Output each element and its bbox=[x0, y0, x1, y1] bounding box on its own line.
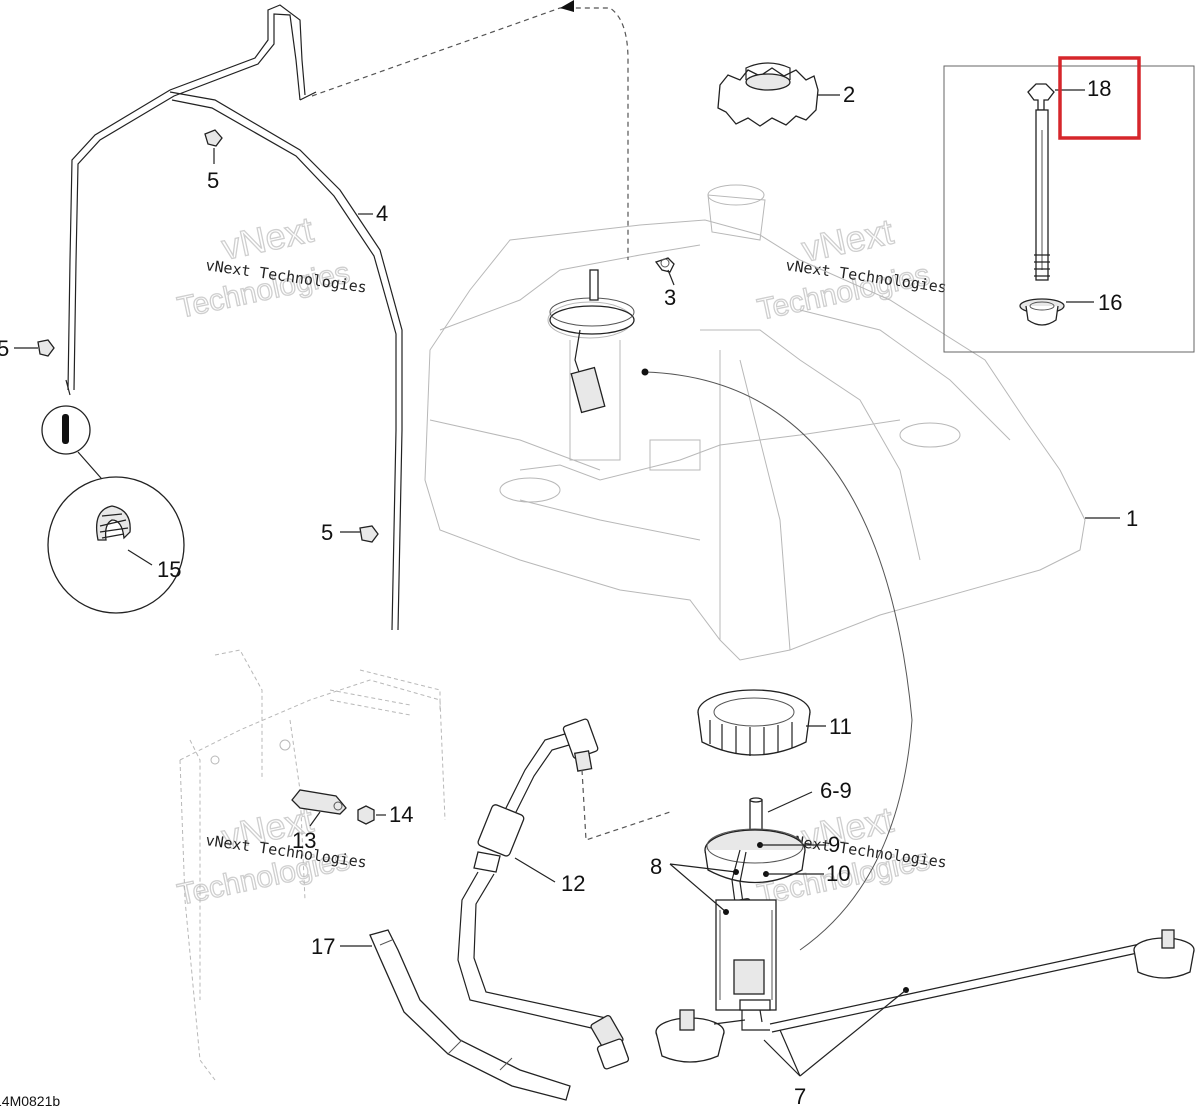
vent-hose bbox=[65, 4, 403, 631]
lock-ring bbox=[697, 689, 811, 756]
callout-3: 3 bbox=[664, 285, 676, 310]
watermark-group-left-bottom: vNext Technologies vNext Technologies bbox=[174, 798, 368, 913]
callout-2: 2 bbox=[843, 82, 855, 107]
elbow-fitting bbox=[654, 257, 675, 273]
callout-16: 16 bbox=[1098, 290, 1122, 315]
watermark-group-left-top: vNext Technologies vNext Technologies bbox=[174, 208, 368, 326]
fuel-cap bbox=[717, 62, 819, 127]
callout-5-left: 5 bbox=[0, 336, 9, 361]
leader-line bbox=[799, 989, 907, 1077]
tank-pump-preview bbox=[549, 269, 635, 414]
callout-5-top: 5 bbox=[207, 168, 219, 193]
callout-6-9: 6-9 bbox=[820, 778, 852, 803]
fuel-pump-assembly bbox=[655, 797, 1195, 1063]
dot-marker bbox=[733, 869, 739, 875]
hose-clip bbox=[359, 525, 379, 543]
detail-circle-spring bbox=[47, 476, 185, 614]
hose-clip bbox=[204, 129, 223, 147]
detail-marker bbox=[41, 405, 91, 455]
drain-hose bbox=[369, 929, 571, 1101]
routing-curve bbox=[644, 371, 913, 951]
callout-17: 17 bbox=[311, 934, 335, 959]
callout-7: 7 bbox=[794, 1084, 806, 1108]
callout-9: 9 bbox=[828, 832, 840, 857]
hose-clip bbox=[37, 339, 55, 357]
leader-line bbox=[309, 811, 321, 827]
routing-dashed-line bbox=[581, 769, 671, 841]
inset-panel bbox=[943, 65, 1195, 353]
routing-dashed-line bbox=[311, 7, 629, 260]
callout-12: 12 bbox=[561, 871, 585, 896]
callout-10: 10 bbox=[826, 861, 850, 886]
callout-8: 8 bbox=[650, 854, 662, 879]
fuel-tank bbox=[424, 184, 1086, 661]
mounting-bracket bbox=[291, 789, 347, 815]
leader-line bbox=[763, 1039, 801, 1077]
fuel-line-filter bbox=[457, 718, 630, 1070]
callout-1: 1 bbox=[1126, 506, 1138, 531]
dot-marker bbox=[723, 909, 729, 915]
callout-15: 15 bbox=[157, 557, 181, 582]
highlight-box bbox=[1058, 56, 1141, 140]
callout-11: 11 bbox=[829, 714, 852, 739]
callout-4: 4 bbox=[376, 201, 388, 226]
callout-13: 13 bbox=[292, 828, 316, 853]
leader-line bbox=[779, 1029, 801, 1077]
callout-14: 14 bbox=[389, 802, 413, 827]
drawing-code: 14M0821b bbox=[0, 1093, 60, 1108]
leader-line bbox=[514, 857, 556, 883]
leader-line bbox=[669, 863, 727, 913]
leader-line bbox=[667, 269, 675, 286]
leader-line bbox=[767, 791, 813, 813]
dot-marker bbox=[641, 368, 649, 376]
nut bbox=[357, 805, 375, 825]
callout-18: 18 bbox=[1087, 76, 1111, 101]
leader-line bbox=[669, 863, 737, 873]
arrow-icon bbox=[560, 0, 574, 12]
leader-line bbox=[127, 549, 153, 566]
watermark-group-right-top: vNext Technologies vNext Technologies bbox=[754, 210, 948, 328]
callout-5-right: 5 bbox=[321, 520, 333, 545]
